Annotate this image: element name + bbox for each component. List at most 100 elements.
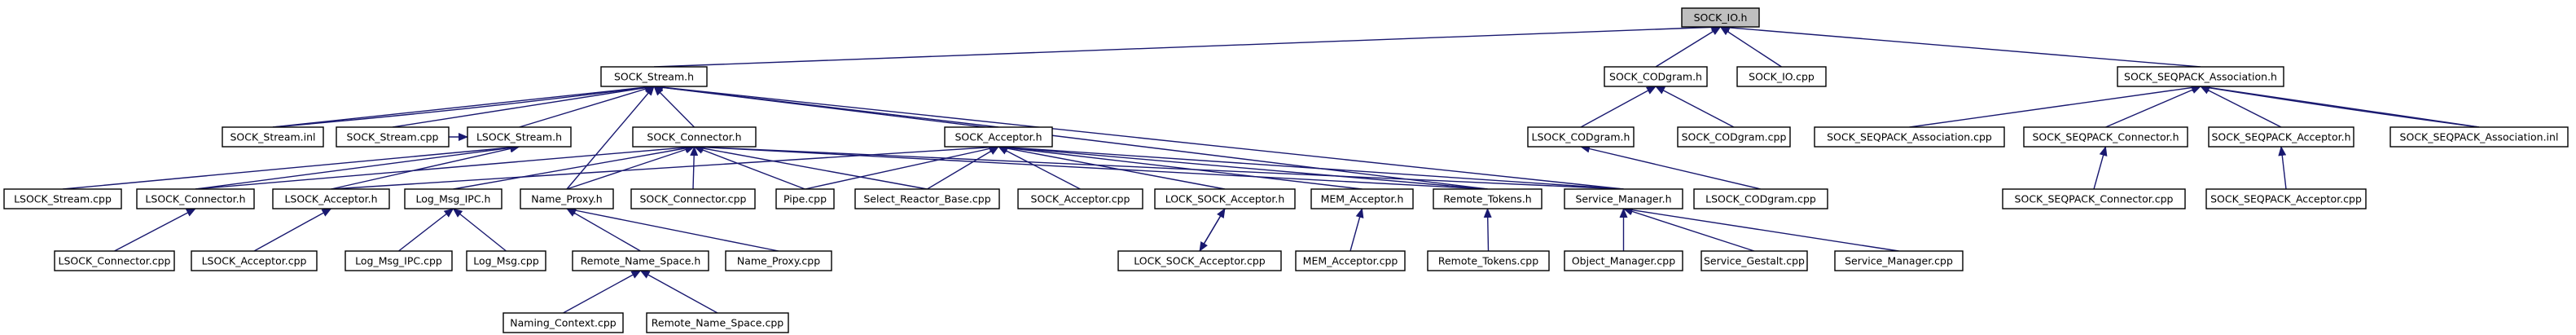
node-box: [3, 188, 122, 209]
node-box: [1564, 250, 1683, 271]
node-object-manager-cpp[interactable]: Object_Manager.cpp: [1564, 250, 1683, 271]
node-lsock-acceptor-h[interactable]: LSOCK_Acceptor.h: [272, 188, 390, 209]
node-sock-codgram-h[interactable]: SOCK_CODgram.h: [1604, 66, 1708, 87]
node-label: LOCK_SOCK_Acceptor.h: [1165, 193, 1285, 205]
node-service-gestalt-cpp[interactable]: Service_Gestalt.cpp: [1701, 250, 1808, 271]
node-lsock-stream-cpp[interactable]: LSOCK_Stream.cpp: [3, 188, 122, 209]
node-label: SOCK_CODgram.h: [1609, 71, 1702, 83]
node-lsock-codgram-h[interactable]: LSOCK_CODgram.h: [1527, 126, 1635, 148]
node-mem-acceptor-cpp[interactable]: MEM_Acceptor.cpp: [1295, 250, 1406, 271]
edge-sock-stream-inl-to-sock-stream-h: [272, 83, 655, 128]
edge-service-manager-cpp-to-service-manager-h: [1622, 205, 1899, 252]
node-sock-seqpack-acceptor-cpp[interactable]: SOCK_SEQPACK_Acceptor.cpp: [2205, 188, 2367, 209]
node-lsock-acceptor-cpp[interactable]: LSOCK_Acceptor.cpp: [191, 250, 318, 271]
node-naming-context-cpp[interactable]: Naming_Context.cpp: [502, 312, 624, 333]
edge-lock-sock-acceptor-h-to-sock-acceptor-h: [998, 144, 1226, 190]
node-box: [222, 126, 324, 148]
node-remote-tokens-cpp[interactable]: Remote_Tokens.cpp: [1427, 250, 1550, 271]
edge-sock-seqpack-association-cpp-to-sock-seqpack-association-h: [1909, 83, 2201, 128]
node-log-msg-ipc-h[interactable]: Log_Msg_IPC.h: [404, 188, 502, 209]
node-box: [54, 250, 175, 271]
node-label: SOCK_Connector.cpp: [640, 193, 747, 205]
node-name-proxy-cpp[interactable]: Name_Proxy.cpp: [725, 250, 832, 271]
node-lsock-stream-h[interactable]: LSOCK_Stream.h: [467, 126, 572, 148]
node-sock-seqpack-connector-h[interactable]: SOCK_SEQPACK_Connector.h: [2023, 126, 2188, 148]
node-sock-codgram-cpp[interactable]: SOCK_CODgram.cpp: [1677, 126, 1791, 148]
node-box: [191, 250, 318, 271]
node-sock-stream-inl[interactable]: SOCK_Stream.inl: [222, 126, 324, 148]
node-label: SOCK_SEQPACK_Association.h: [2124, 71, 2277, 83]
edges-layer: [62, 23, 2480, 314]
node-sock-stream-cpp[interactable]: SOCK_Stream.cpp: [336, 126, 450, 148]
node-label: SOCK_Connector.h: [647, 131, 741, 143]
node-name-proxy-h[interactable]: Name_Proxy.h: [520, 188, 614, 209]
node-box: [344, 250, 453, 271]
edge-sock-seqpack-association-inl-to-sock-seqpack-association-h: [2200, 83, 2480, 128]
node-box: [2002, 188, 2186, 209]
node-sock-connector-cpp[interactable]: SOCK_Connector.cpp: [630, 188, 756, 209]
node-box: [944, 126, 1053, 148]
node-label: SOCK_Stream.h: [614, 71, 694, 83]
node-box: [1604, 66, 1708, 87]
node-box: [1433, 188, 1543, 209]
edge-naming-context-cpp-to-remote-name-space-h: [563, 270, 642, 314]
node-service-manager-cpp[interactable]: Service_Manager.cpp: [1834, 250, 1964, 271]
node-sock-acceptor-cpp[interactable]: SOCK_Acceptor.cpp: [1017, 188, 1143, 209]
node-pipe-cpp[interactable]: Pipe.cpp: [775, 188, 835, 209]
node-sock-seqpack-acceptor-h[interactable]: SOCK_SEQPACK_Acceptor.h: [2208, 126, 2354, 148]
node-log-msg-ipc-cpp[interactable]: Log_Msg_IPC.cpp: [344, 250, 453, 271]
node-box: [2389, 126, 2569, 148]
node-sock-seqpack-association-inl[interactable]: SOCK_SEQPACK_Association.inl: [2389, 126, 2569, 148]
node-sock-stream-h[interactable]: SOCK_Stream.h: [600, 66, 708, 87]
node-log-msg-cpp[interactable]: Log_Msg.cpp: [466, 250, 546, 271]
node-remote-name-space-cpp[interactable]: Remote_Name_Space.cpp: [646, 312, 789, 333]
edge-remote-tokens-h-to-sock-stream-h: [653, 83, 1488, 190]
node-lock-sock-acceptor-cpp[interactable]: LOCK_SOCK_Acceptor.cpp: [1117, 250, 1282, 271]
edge-select-reactor-base-cpp-to-sock-connector-h: [693, 144, 928, 190]
node-sock-io-cpp[interactable]: SOCK_IO.cpp: [1736, 66, 1827, 87]
node-remote-name-space-h[interactable]: Remote_Name_Space.h: [572, 250, 709, 271]
node-lsock-codgram-cpp[interactable]: LSOCK_CODgram.cpp: [1693, 188, 1828, 209]
node-label: SOCK_SEQPACK_Association.inl: [2400, 131, 2559, 143]
node-box: [404, 188, 502, 209]
node-service-manager-h[interactable]: Service_Manager.h: [1564, 188, 1683, 209]
node-sock-seqpack-connector-cpp[interactable]: SOCK_SEQPACK_Connector.cpp: [2002, 188, 2186, 209]
node-label: SOCK_Stream.inl: [230, 131, 315, 143]
node-label: Service_Gestalt.cpp: [1704, 255, 1805, 267]
edge-service-manager-h-to-sock-stream-h: [653, 83, 1624, 190]
node-box: [1295, 250, 1406, 271]
node-lsock-connector-cpp[interactable]: LSOCK_Connector.cpp: [54, 250, 175, 271]
node-lsock-connector-h[interactable]: LSOCK_Connector.h: [136, 188, 255, 209]
edge-remote-tokens-h-to-sock-connector-h: [693, 143, 1488, 190]
node-select-reactor-base-cpp[interactable]: Select_Reactor_Base.cpp: [854, 188, 1000, 209]
node-label: Select_Reactor_Base.cpp: [863, 193, 990, 205]
node-label: Log_Msg_IPC.cpp: [355, 255, 442, 267]
node-lock-sock-acceptor-h[interactable]: LOCK_SOCK_Acceptor.h: [1154, 188, 1296, 209]
node-sock-connector-h[interactable]: SOCK_Connector.h: [632, 126, 757, 148]
node-box: [1834, 250, 1964, 271]
edge-sock-codgram-h-to-sock-io-h: [1655, 26, 1722, 68]
edge-remote-name-space-h-to-name-proxy-h: [566, 208, 641, 252]
node-label: Naming_Context.cpp: [510, 317, 617, 329]
node-sock-seqpack-association-cpp[interactable]: SOCK_SEQPACK_Association.cpp: [1814, 126, 2005, 148]
node-sock-seqpack-association-h[interactable]: SOCK_SEQPACK_Association.h: [2117, 66, 2284, 87]
edge-remote-name-space-cpp-to-remote-name-space-h: [639, 270, 718, 314]
node-sock-acceptor-h[interactable]: SOCK_Acceptor.h: [944, 126, 1053, 148]
edge-sock-connector-cpp-to-sock-connector-h: [690, 146, 699, 190]
node-box: [1736, 66, 1827, 87]
edge-log-msg-ipc-cpp-to-log-msg-ipc-h: [398, 208, 454, 252]
node-box: [136, 188, 255, 209]
edge-lsock-stream-cpp-to-lsock-stream-h: [62, 143, 520, 190]
node-label: LSOCK_Connector.h: [145, 193, 245, 205]
node-mem-acceptor-h[interactable]: MEM_Acceptor.h: [1310, 188, 1414, 209]
edge-lsock-codgram-cpp-to-lsock-codgram-h: [1580, 144, 1762, 190]
node-label: SOCK_CODgram.cpp: [1682, 131, 1787, 143]
node-remote-tokens-h[interactable]: Remote_Tokens.h: [1433, 188, 1543, 209]
node-box: [775, 188, 835, 209]
node-box: [1693, 188, 1828, 209]
node-label: SOCK_SEQPACK_Acceptor.h: [2211, 131, 2350, 143]
node-label: Log_Msg.cpp: [473, 255, 539, 267]
node-box: [520, 188, 614, 209]
node-sock-io-h[interactable]: SOCK_IO.h: [1681, 7, 1760, 28]
